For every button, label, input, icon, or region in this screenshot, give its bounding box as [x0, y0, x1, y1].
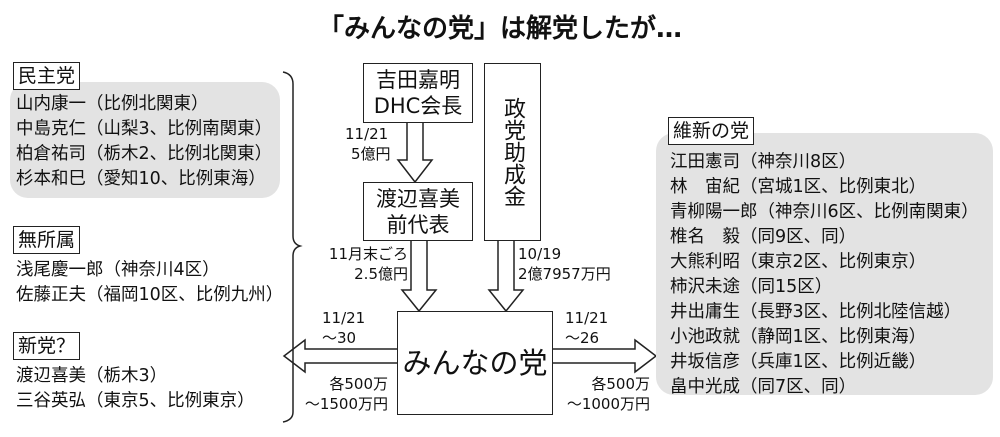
group-label-ishin: 維新の党 [668, 117, 755, 145]
democratic-members: 山内康一（比例北関東） 中島克仁（山梨3、比例南関東） 柏倉祐司（栃木2、比例北… [16, 92, 272, 192]
node-minna: みんなの党 [397, 311, 553, 415]
member: 椎名 毅（同9区、同） [670, 227, 857, 247]
flow-amount: ～1500万円 [304, 395, 388, 413]
member: 浅尾慶一郎（神奈川4区） [16, 260, 220, 280]
flow-amount: ～1000万円 [566, 395, 650, 413]
node-yoshida: 吉田嘉明 DHC会長 [363, 63, 473, 123]
member: 杉本和巳（愛知10、比例東海） [16, 169, 266, 189]
flow-count: ～30 [322, 329, 357, 347]
member: 三谷英弘（東京5、比例東京） [16, 391, 255, 411]
group-label-new-party: 新党？ [13, 332, 81, 360]
flow-date: 11月末ごろ [328, 245, 408, 263]
node-watanabe: 渡辺喜美 前代表 [363, 182, 473, 241]
flow-count: ～26 [565, 329, 600, 347]
node-line: DHC会長 [373, 94, 463, 118]
arrow-minna-to-left [282, 338, 397, 374]
flow-label-left-amount: 各500万 ～1500万円 [288, 374, 388, 414]
member: 柿沢未途（同15区） [670, 277, 833, 297]
flow-label-left-date: 11/21 ～30 [322, 308, 365, 348]
node-line: 前代表 [386, 212, 450, 237]
member: 江田憲司（神奈川8区） [670, 152, 857, 172]
flow-amount: 各500万 [329, 375, 388, 393]
flow-amount: 2.5億円 [354, 265, 408, 283]
flow-label-watanabe: 11月末ごろ 2.5億円 [320, 244, 408, 284]
node-line: 渡辺喜美 [376, 186, 460, 211]
flow-label-subsidy: 10/19 2億7957万円 [518, 244, 611, 284]
node-line: 吉田嘉明 [376, 68, 460, 92]
flow-label-right-amount: 各500万 ～1000万円 [556, 374, 650, 414]
flow-date: 10/19 [518, 245, 562, 263]
member: 山内康一（比例北関東） [16, 94, 209, 114]
member: 小池政就（静岡1区、比例東海） [670, 327, 927, 347]
member: 井坂信彦（兵庫1区、比例近畿） [670, 352, 927, 372]
diagram-title: 「みんなの党」は解党したが… [317, 14, 682, 44]
democratic-party-panel [10, 82, 280, 198]
arrow-yoshida-to-watanabe [396, 123, 434, 184]
member: 井出庸生（長野3区、比例北陸信越） [670, 302, 962, 322]
flow-amount: 2億7957万円 [518, 265, 611, 283]
flow-label-right-date: 11/21 ～26 [565, 308, 608, 348]
member: 大熊利昭（東京2区、比例東京） [670, 252, 927, 272]
node-subsidy: 政党助成金 [484, 63, 541, 241]
member: 林 宙紀（宮城1区、比例東北） [670, 177, 927, 197]
new-party-members: 渡辺喜美（栃木3） 三谷英弘（東京5、比例東京） [16, 364, 255, 414]
flow-label-yoshida: 11/21 5億円 [345, 124, 391, 164]
independent-members: 浅尾慶一郎（神奈川4区） 佐藤正夫（福岡10区、比例九州） [16, 258, 283, 308]
member: 畠中光成（同7区、同） [670, 377, 857, 397]
member: 青柳陽一郎（神奈川6区、比例南関東） [670, 202, 979, 222]
ishin-panel [656, 133, 993, 395]
flow-amount: 各500万 [591, 375, 650, 393]
left-brace [282, 71, 303, 423]
member: 佐藤正夫（福岡10区、比例九州） [16, 285, 284, 305]
member: 渡辺喜美（栃木3） [16, 366, 168, 386]
flow-amount: 5億円 [351, 145, 391, 163]
group-label-democratic: 民主党 [13, 62, 81, 90]
member: 柏倉祐司（栃木2、比例北関東） [16, 144, 273, 164]
member: 中島克仁（山梨3、比例南関東） [16, 119, 273, 139]
ishin-members: 江田憲司（神奈川8区） 林 宙紀（宮城1区、比例東北） 青柳陽一郎（神奈川6区、… [670, 150, 979, 400]
flow-date: 11/21 [565, 309, 609, 327]
flow-date: 11/21 [345, 125, 389, 143]
flow-date: 11/21 [322, 309, 366, 327]
group-label-independent: 無所属 [13, 226, 81, 254]
